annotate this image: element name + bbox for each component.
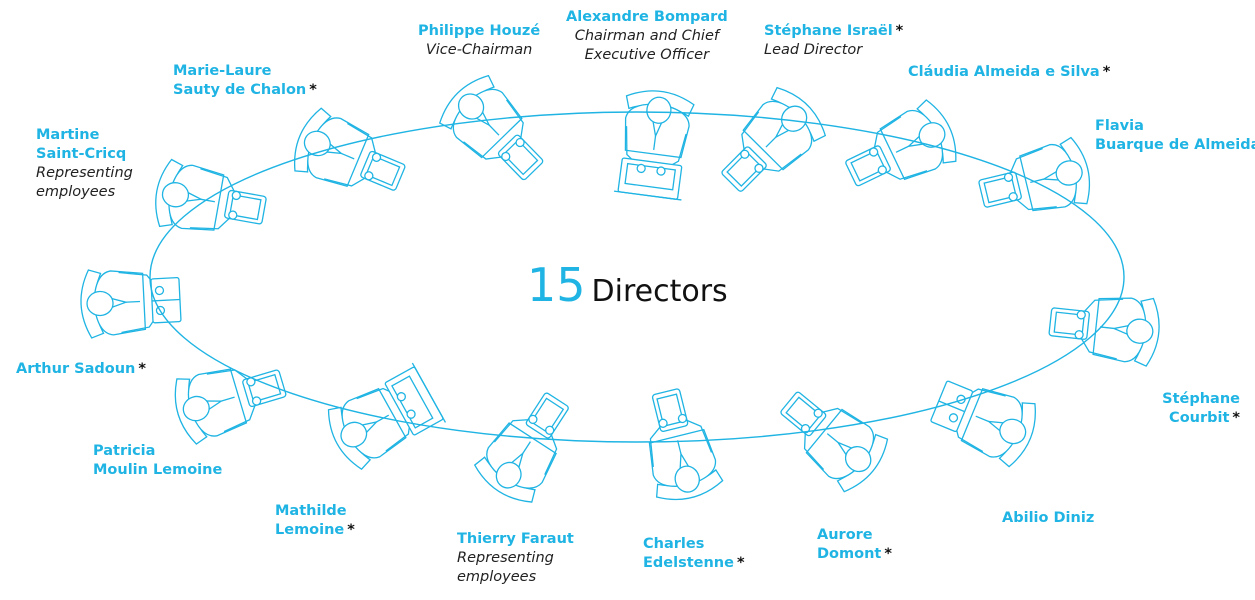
director-label: Stéphane Courbit* bbox=[1162, 391, 1240, 426]
director-label: Philippe Houzé Vice-Chairman bbox=[418, 23, 541, 58]
director-label: Thierry Faraut Representing employees bbox=[457, 531, 574, 585]
seated-director-figure bbox=[845, 99, 957, 187]
seated-director-figure bbox=[721, 86, 827, 192]
director-label: Flavia Buarque de Almeida bbox=[1095, 118, 1255, 153]
seated-director-figure bbox=[438, 74, 544, 181]
director-label: Alexandre Bompard Chairman and Chief Exe… bbox=[566, 9, 728, 63]
director-label: Abilio Diniz bbox=[1002, 510, 1095, 526]
seated-director-figure bbox=[780, 391, 889, 493]
seated-director-figure bbox=[648, 388, 724, 501]
director-label: Stéphane Israël* Lead Director bbox=[764, 23, 904, 58]
director-label: Patricia Moulin Lemoine bbox=[93, 443, 223, 478]
table-outline bbox=[149, 111, 1125, 443]
seated-director-figure bbox=[473, 392, 569, 503]
director-label: Charles Edelstenne* bbox=[643, 536, 745, 571]
seated-director-figure bbox=[293, 107, 406, 191]
seated-director-figure bbox=[80, 269, 182, 339]
seated-director-figure bbox=[930, 380, 1036, 468]
director-label: Martine Saint-Cricq Representing employe… bbox=[36, 127, 133, 200]
seated-director-figure bbox=[155, 158, 267, 231]
directors-count: 15 bbox=[527, 258, 586, 312]
directors-label: Directors bbox=[591, 274, 728, 309]
seated-director-figure bbox=[174, 368, 287, 445]
seated-director-figure bbox=[327, 362, 447, 471]
director-label: Aurore Domont* bbox=[817, 527, 892, 562]
seated-director-figure bbox=[1048, 297, 1160, 367]
seated-director-figure bbox=[613, 90, 695, 201]
director-label: Cláudia Almeida e Silva* bbox=[908, 64, 1111, 80]
director-label: Mathilde Lemoine* bbox=[275, 503, 355, 538]
director-label: Marie-Laure Sauty de Chalon* bbox=[173, 63, 317, 98]
seated-director-figure bbox=[978, 136, 1091, 212]
director-label: Arthur Sadoun* bbox=[16, 361, 146, 377]
